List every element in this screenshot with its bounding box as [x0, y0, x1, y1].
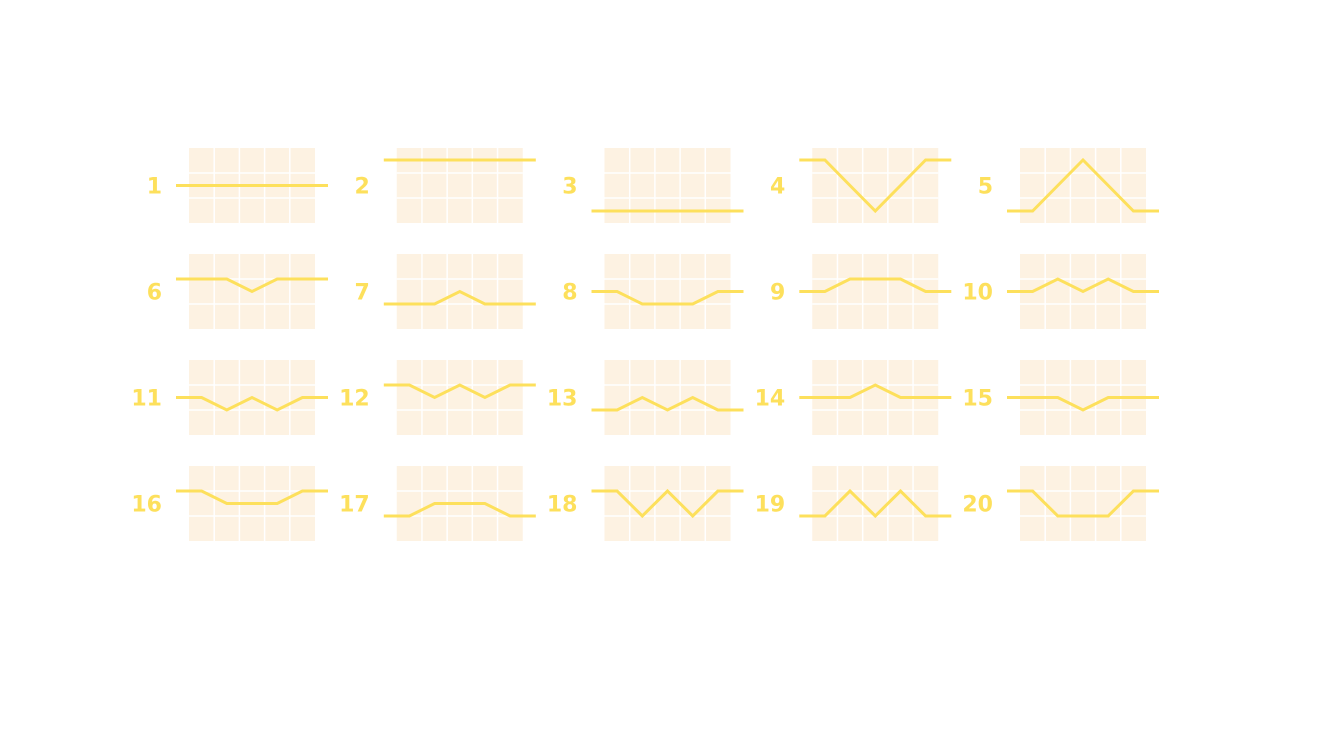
grid-lines	[1020, 254, 1146, 329]
pattern-line	[591, 290, 744, 306]
pattern-cell-1: 1	[147, 148, 328, 223]
grid-lines	[1020, 148, 1146, 223]
pattern-line	[799, 383, 952, 399]
grid-lines	[604, 254, 731, 329]
pattern-cell-13: 13	[547, 360, 744, 435]
grid-panel	[604, 466, 731, 541]
pattern-label: 10	[962, 281, 993, 306]
pattern-label: 6	[147, 281, 162, 306]
pattern-line	[1007, 157, 1159, 213]
pattern-cell-2: 2	[354, 148, 536, 223]
pattern-label: 12	[339, 387, 370, 412]
pattern-cell-16: 16	[131, 466, 328, 541]
pattern-label: 7	[354, 281, 369, 306]
pattern-line	[591, 488, 744, 519]
pattern-line	[383, 502, 536, 518]
grid-lines	[812, 148, 939, 223]
grid-panel	[604, 360, 731, 435]
pattern-cell-12: 12	[339, 360, 536, 435]
pattern-cell-18: 18	[547, 466, 744, 541]
pattern-label: 8	[562, 281, 577, 306]
pattern-line	[799, 488, 952, 519]
grid-lines	[812, 254, 939, 329]
pattern-line	[176, 277, 328, 294]
pattern-cell-7: 7	[354, 254, 536, 329]
pattern-label: 5	[978, 175, 993, 200]
pattern-label: 11	[131, 387, 162, 412]
pattern-label: 14	[755, 387, 786, 412]
pattern-cell-6: 6	[147, 254, 328, 329]
pattern-line	[1007, 277, 1159, 294]
pattern-cell-3: 3	[562, 148, 744, 223]
pattern-line	[176, 489, 328, 505]
pattern-label: 16	[131, 493, 162, 518]
pattern-label: 18	[547, 493, 578, 518]
pattern-label: 20	[962, 493, 993, 518]
pattern-label: 9	[770, 281, 785, 306]
pattern-cell-10: 10	[962, 254, 1159, 329]
pattern-label: 4	[770, 175, 785, 200]
grid-panel	[604, 254, 731, 329]
pattern-cell-17: 17	[339, 466, 536, 541]
pattern-label: 15	[962, 387, 993, 412]
pattern-line	[1007, 489, 1159, 518]
pattern-cell-15: 15	[962, 360, 1159, 435]
grid-panel	[812, 466, 939, 541]
pattern-line	[591, 395, 744, 412]
pattern-line	[799, 277, 952, 293]
pattern-line	[383, 383, 536, 400]
pattern-cell-9: 9	[770, 254, 952, 329]
grid-lines	[604, 360, 731, 435]
pattern-line	[799, 158, 952, 214]
pattern-cell-11: 11	[131, 360, 328, 435]
pattern-label: 3	[562, 175, 577, 200]
pattern-line	[383, 289, 536, 306]
pattern-line	[1007, 396, 1159, 412]
pattern-label: 1	[147, 175, 162, 200]
pattern-cell-8: 8	[562, 254, 744, 329]
pattern-cell-14: 14	[755, 360, 952, 435]
grid-lines	[189, 360, 315, 435]
pattern-cell-4: 4	[770, 148, 952, 223]
grid-panel	[1020, 466, 1146, 541]
pattern-cell-20: 20	[962, 466, 1159, 541]
pattern-cell-19: 19	[755, 466, 952, 541]
pattern-label: 17	[339, 493, 370, 518]
pattern-label: 19	[755, 493, 786, 518]
grid-panel	[812, 254, 939, 329]
pattern-cell-5: 5	[978, 148, 1159, 223]
pattern-label: 2	[354, 175, 369, 200]
pattern-label: 13	[547, 387, 578, 412]
pattern-line	[176, 395, 328, 412]
grid-panel	[396, 360, 523, 435]
